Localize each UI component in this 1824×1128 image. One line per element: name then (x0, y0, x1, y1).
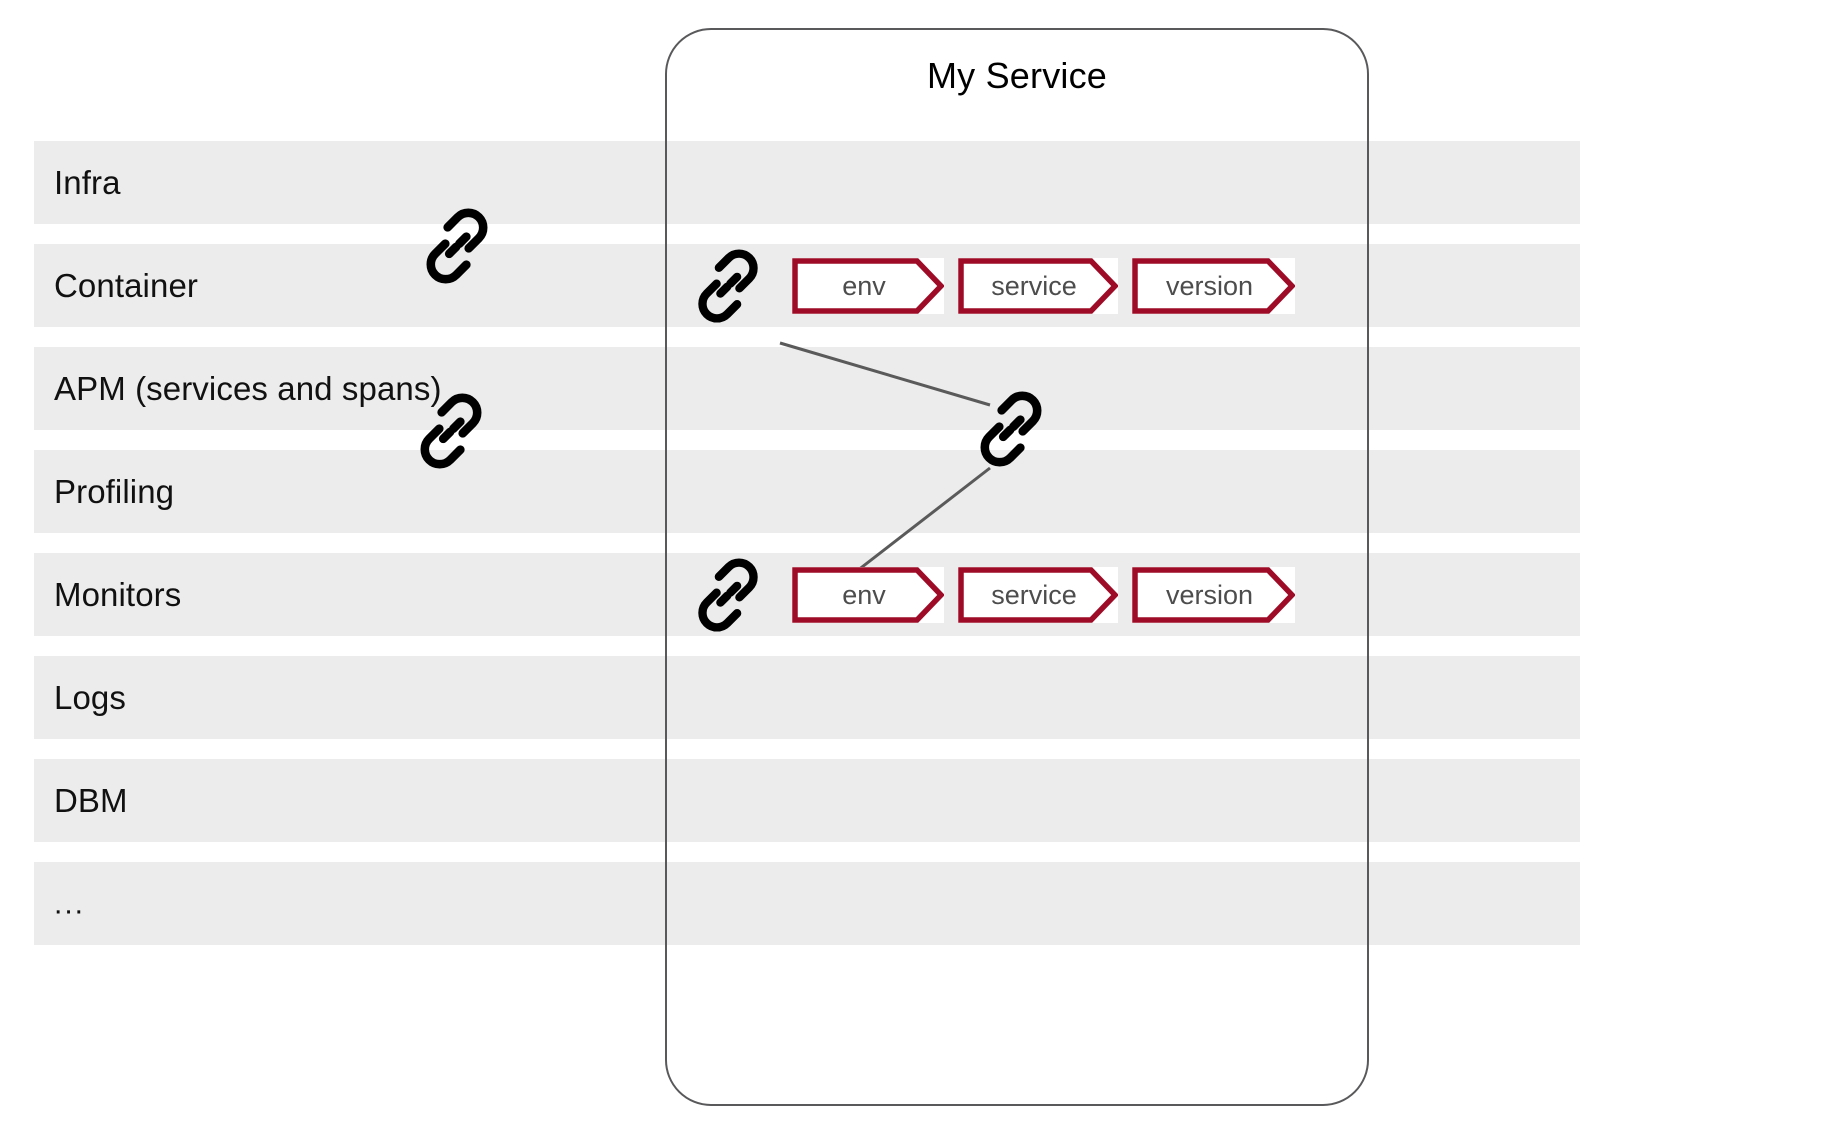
band-label-apm: APM (services and spans) (54, 369, 442, 407)
telemetry-band-more: ... (34, 862, 1580, 945)
tag-service-monitors[interactable]: service (958, 567, 1118, 623)
tag-shape (1132, 567, 1295, 623)
tag-version-container[interactable]: version (1132, 258, 1295, 314)
band-label-container: Container (54, 266, 198, 304)
chain-link-icon-infra-container (418, 207, 496, 285)
chain-link-icon-apm-center (972, 390, 1050, 468)
chain-link-icon-tags-monitors (690, 557, 766, 633)
band-label-infra: Infra (54, 163, 121, 201)
tag-version-monitors[interactable]: version (1132, 567, 1295, 623)
tag-shape (792, 258, 944, 314)
tag-shape (792, 567, 944, 623)
telemetry-band-logs: Logs (34, 656, 1580, 739)
tag-row-monitors: env service version (690, 557, 1295, 633)
tag-env-monitors[interactable]: env (792, 567, 944, 623)
band-label-more: ... (54, 887, 86, 920)
chain-link-icon-apm-profiling (412, 392, 490, 470)
band-label-profiling: Profiling (54, 472, 175, 510)
tag-service-container[interactable]: service (958, 258, 1118, 314)
band-label-monitors: Monitors (54, 575, 182, 613)
service-card (665, 28, 1369, 1106)
band-label-logs: Logs (54, 678, 126, 716)
telemetry-band-infra: Infra (34, 141, 1580, 224)
tag-env-container[interactable]: env (792, 258, 944, 314)
tag-label: service (991, 579, 1077, 610)
tag-label: version (1165, 579, 1254, 610)
chain-link-icon-tags-container (690, 248, 766, 324)
tag-row-container: env service version (690, 248, 1295, 324)
telemetry-band-dbm: DBM (34, 759, 1580, 842)
tag-shape (958, 258, 1118, 314)
page-title: My Service (926, 55, 1108, 96)
tag-shape (1132, 258, 1295, 314)
tag-label: env (842, 270, 886, 301)
band-label-dbm: DBM (54, 781, 128, 819)
tag-label: version (1165, 270, 1254, 301)
tag-shape (958, 567, 1118, 623)
tag-label: env (842, 579, 886, 610)
tag-label: service (991, 270, 1077, 301)
